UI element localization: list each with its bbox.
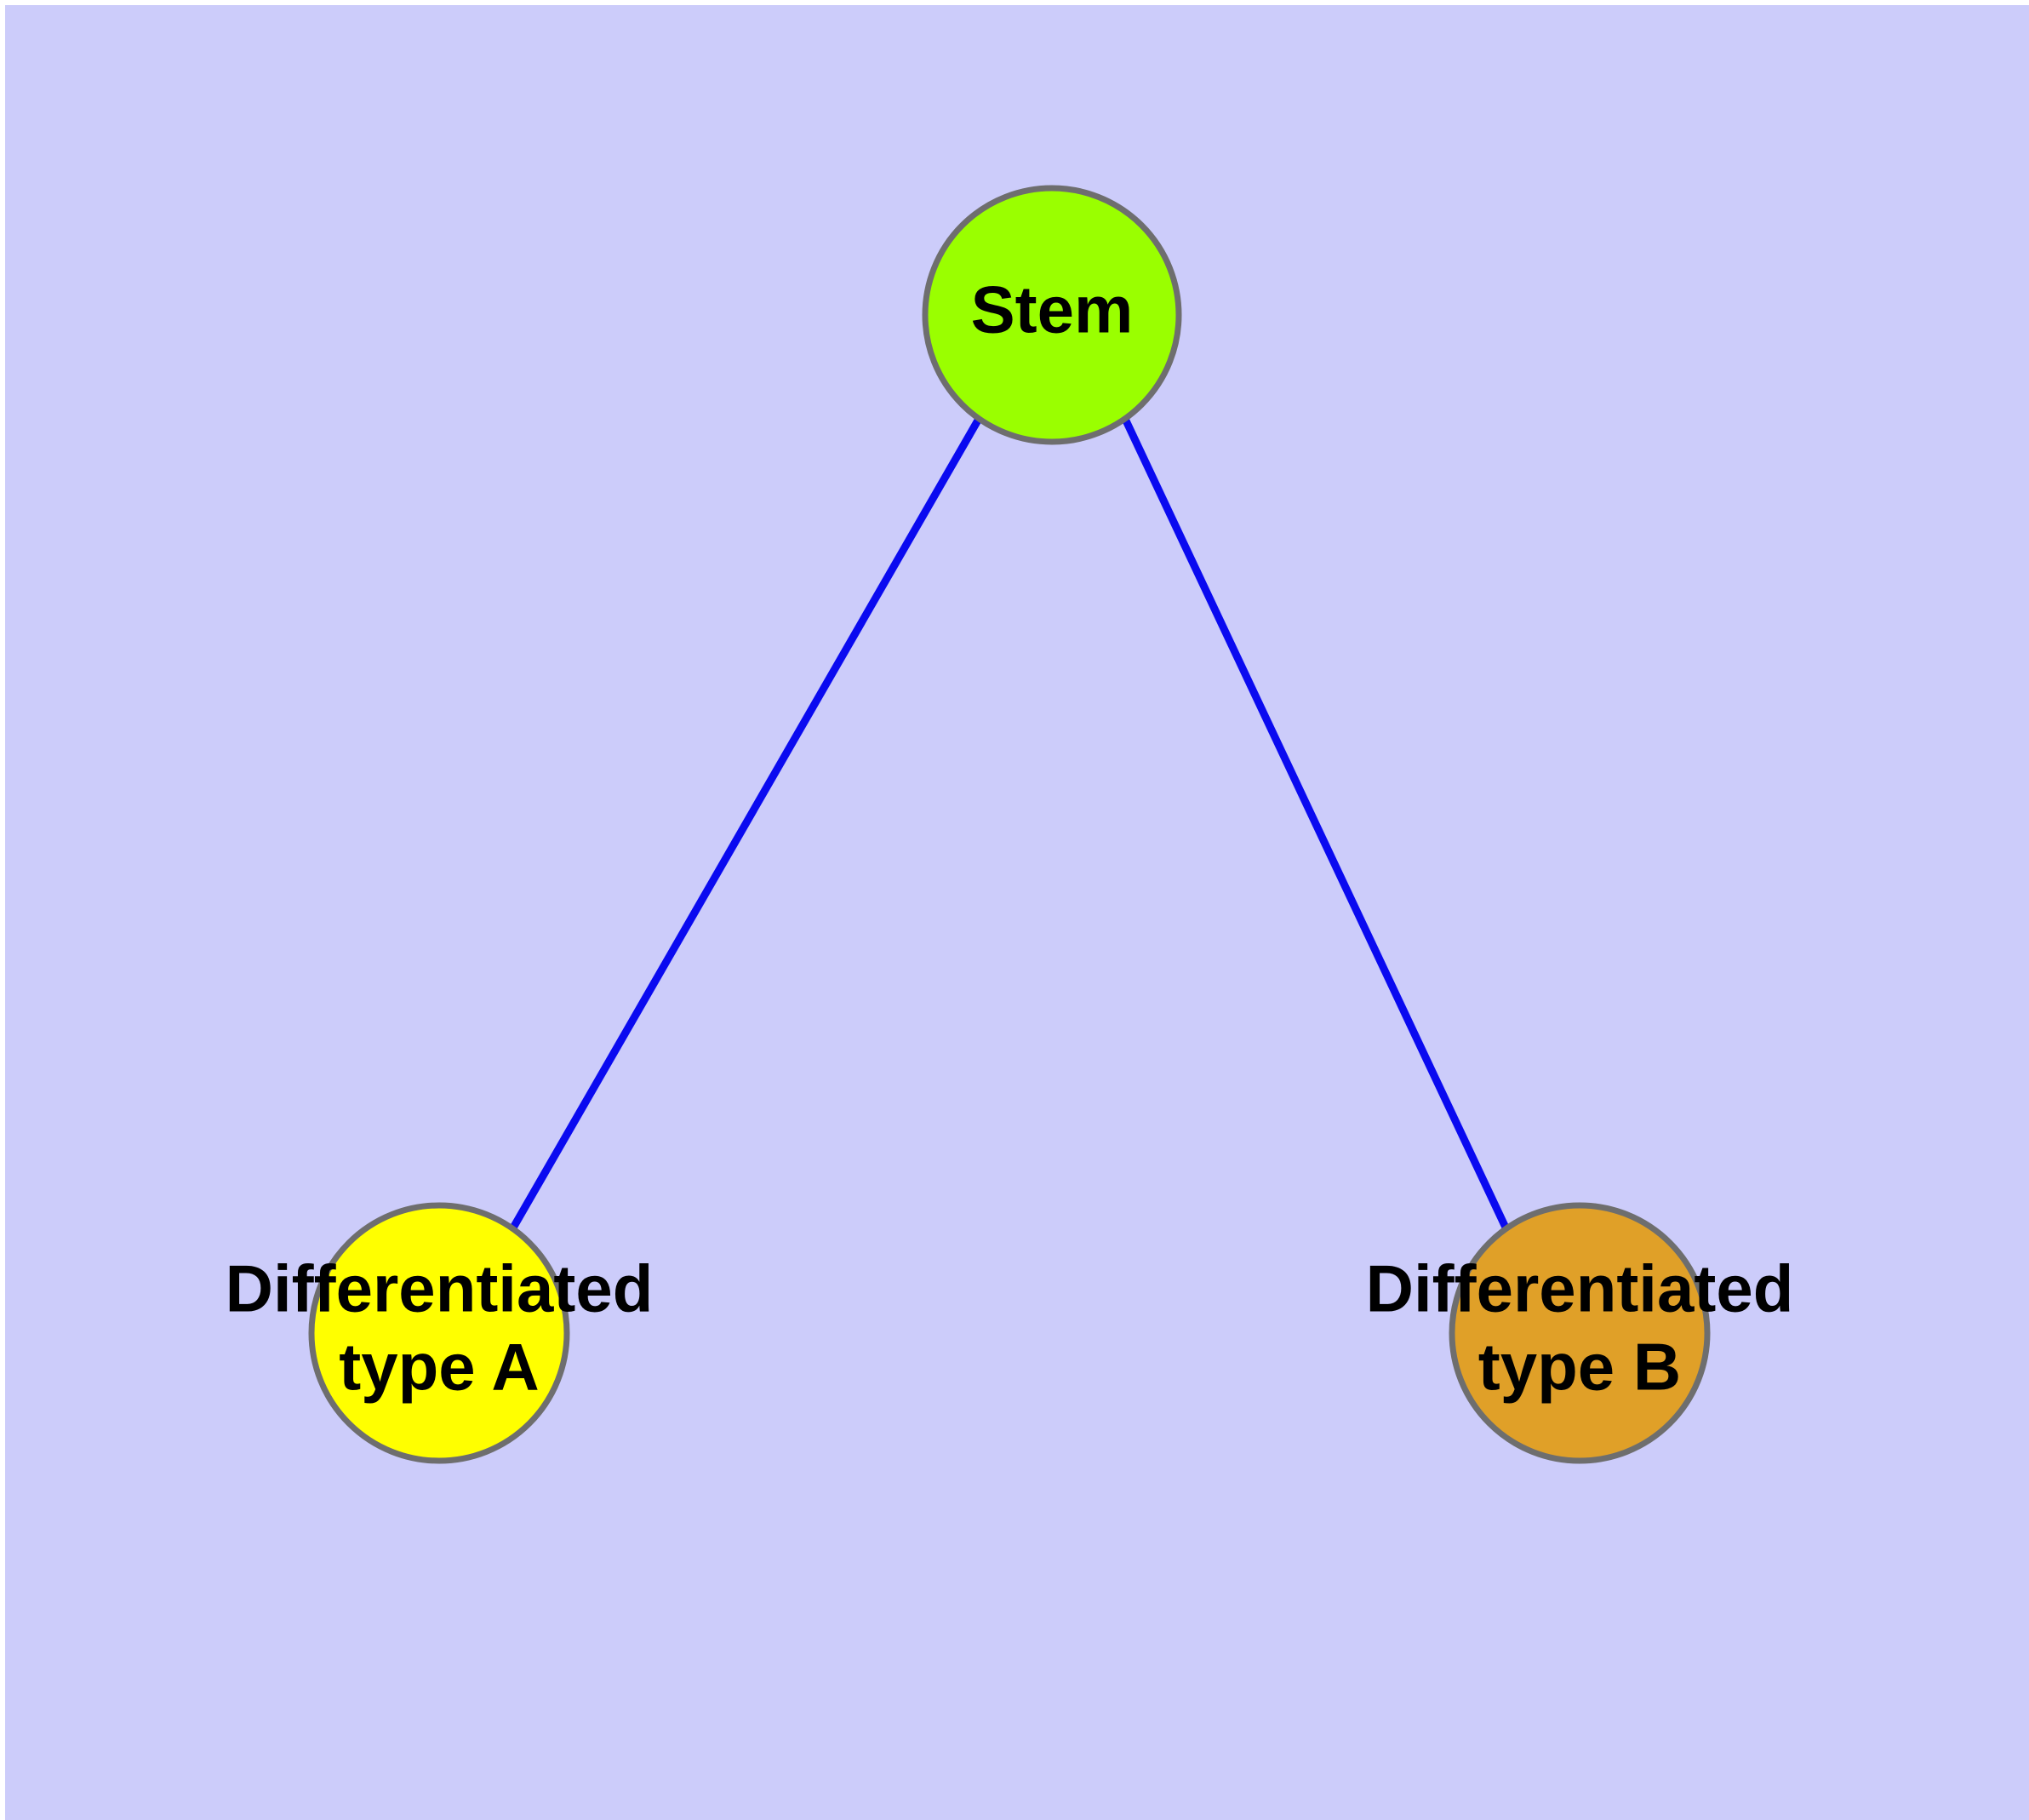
node-circle-diff_a[interactable] [308,1202,570,1464]
node-label-line: Stem [971,272,1134,347]
node-label-line: type A [339,1330,540,1405]
node-label-line: Differentiated [226,1251,654,1326]
graph-node-stem[interactable] [922,185,1182,445]
node-label-line: Differentiated [1366,1251,1794,1326]
graph-node-diff_b[interactable] [1449,1202,1711,1464]
graph-node-diff_a[interactable] [308,1202,570,1464]
graph-edge-stem-to-diff-b[interactable] [1121,417,1511,1231]
graph-edge-stem-to-diff-a[interactable] [509,416,982,1232]
node-circle-stem[interactable] [922,185,1182,445]
node-circle-diff_b[interactable] [1449,1202,1711,1464]
edges-layer [509,416,1511,1232]
node-label-line: type B [1478,1330,1681,1405]
node-label-stem: Stem [971,272,1134,347]
